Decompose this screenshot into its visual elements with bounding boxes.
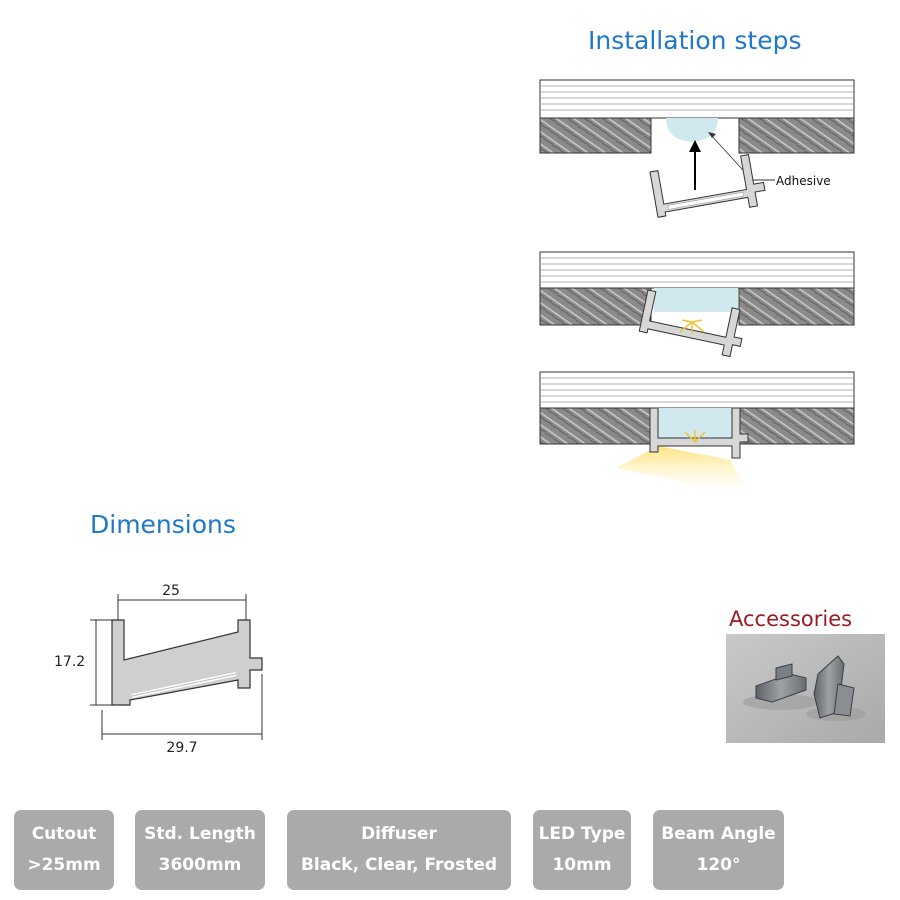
installation-step-1: Adhesive <box>539 79 855 218</box>
spec-led-type-value: 10mm <box>552 855 612 875</box>
installation-step-2 <box>539 251 855 358</box>
spec-cutout: Cutout >25mm <box>14 810 114 890</box>
spec-cutout-label: Cutout <box>31 824 97 844</box>
accessories-photo <box>726 634 885 743</box>
spec-beam-angle-label: Beam Angle <box>661 824 776 844</box>
spec-std-length: Std. Length 3600mm <box>135 810 265 890</box>
spec-diffuser: Diffuser Black, Clear, Frosted <box>287 810 511 890</box>
installation-diagram: Adhesive <box>539 79 855 496</box>
width-bottom-label: 29.7 <box>166 740 197 756</box>
height-label: 17.2 <box>54 654 85 670</box>
width-top-label: 25 <box>162 583 180 599</box>
spec-beam-angle-value: 120° <box>696 855 741 875</box>
spec-led-type-label: LED Type <box>538 824 626 844</box>
accessories-title: Accessories <box>729 607 853 631</box>
installation-steps-title: Installation steps <box>588 26 802 55</box>
spec-cutout-value: >25mm <box>27 855 101 875</box>
dimensions-title: Dimensions <box>90 510 236 539</box>
spec-diffuser-value: Black, Clear, Frosted <box>300 855 498 875</box>
spec-std-length-value: 3600mm <box>158 855 242 875</box>
dimensions-diagram: 25 17.2 29.7 <box>54 583 263 756</box>
spec-diffuser-label: Diffuser <box>361 824 437 844</box>
end-cap-left-icon <box>755 663 807 703</box>
spec-std-length-label: Std. Length <box>144 824 256 844</box>
installation-step-3 <box>539 371 855 496</box>
spec-led-type: LED Type 10mm <box>533 810 631 890</box>
end-cap-right-icon <box>813 655 855 719</box>
adhesive-label: Adhesive <box>776 174 831 188</box>
spec-beam-angle: Beam Angle 120° <box>653 810 784 890</box>
profile-cross-section <box>111 619 263 706</box>
